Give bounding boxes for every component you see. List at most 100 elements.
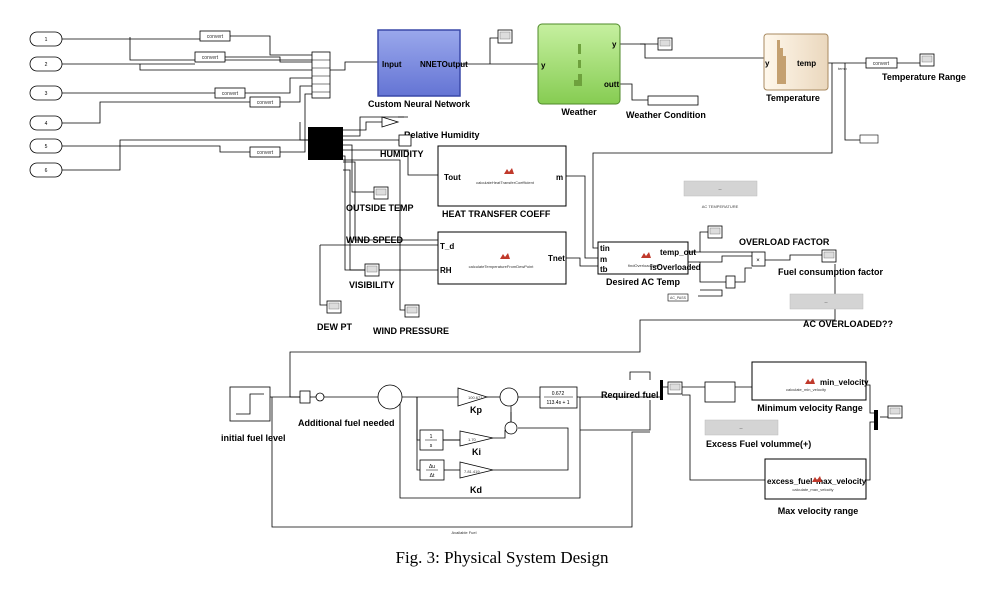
ac-fn-name: findOverloadState: [628, 263, 661, 268]
required-fuel-bus[interactable]: [660, 380, 663, 400]
step-block[interactable]: [229, 386, 271, 422]
weather-outt-port: outt: [604, 80, 619, 89]
simulink-diagram: 1 2 3 4 5 6 convert convert convert convert c…: [29, 23, 966, 535]
convert-block-1[interactable]: [199, 30, 231, 42]
input-port-4[interactable]: 4: [29, 115, 63, 131]
ac-out2-port: isOverloaded: [650, 263, 701, 272]
ac-overloaded-display[interactable]: [789, 293, 864, 310]
sum-block-1[interactable]: [315, 392, 325, 402]
ac-overloaded-label: AC OVERLOADED??: [803, 319, 893, 329]
convert-label-1: convert: [207, 34, 224, 40]
convert-label-2: convert: [202, 55, 219, 61]
temperature-title: Temperature: [766, 93, 820, 103]
input-port-label: 1: [45, 37, 48, 43]
sensor-demux-block[interactable]: [308, 127, 343, 160]
matlab-function-icon: [641, 252, 651, 258]
ac-temperature-display[interactable]: [683, 180, 758, 197]
input-port-1[interactable]: 1: [29, 31, 63, 47]
nn-input-port: Input: [382, 60, 402, 69]
kp-label: Kp: [470, 405, 482, 415]
desired-ac-temp-block[interactable]: tin m tb temp_out isOverloaded findOverl…: [597, 241, 701, 287]
excess-fuel-block[interactable]: [704, 381, 736, 403]
heat-transfer-coeff-block[interactable]: Tout m calculateHeatTransferCoefficient …: [437, 145, 567, 219]
input-ports: 1 2 3 4 5 6: [29, 31, 63, 178]
input-port-label: 5: [45, 144, 48, 150]
ac-in3-port: tb: [600, 265, 608, 274]
input-port-label: 3: [45, 91, 48, 97]
weather-condition-label: Weather Condition: [626, 110, 706, 120]
ac-temperature-label: AC TEMPERATURE: [702, 204, 739, 209]
ac-temperature-display-value: --: [718, 187, 722, 193]
excess-fuel-label: Excess Fuel volumme(+): [706, 439, 811, 449]
temperature-bars-icon: [777, 40, 786, 84]
velocity-mux[interactable]: [874, 410, 878, 430]
overload-gain-block[interactable]: [725, 275, 736, 289]
integrator-num: 1: [430, 434, 433, 440]
tf-num: 0.672: [552, 391, 565, 397]
input-port-5[interactable]: 5: [29, 138, 63, 154]
weather-bars-icon: [574, 44, 582, 86]
dew-pt-label: DEW PT: [317, 322, 353, 332]
sum-block-2[interactable]: [377, 384, 403, 410]
kp-value: 100.671: [468, 395, 483, 400]
sum-block-3[interactable]: [499, 387, 519, 407]
input-port-label: 6: [45, 168, 48, 174]
product-block[interactable]: [751, 251, 766, 267]
kd-value: 7.81.419: [464, 469, 480, 474]
input-port-2[interactable]: 2: [29, 56, 63, 72]
custom-neural-network-block[interactable]: Input NNETOutput Custom Neural Network: [368, 29, 471, 109]
convert-block-4[interactable]: [249, 96, 281, 108]
excess-fuel-display[interactable]: [704, 419, 779, 436]
htc-out-port: m: [556, 173, 563, 182]
min-velocity-title: Minimum velocity Range: [757, 403, 863, 413]
weather-y-out-port: y: [612, 40, 617, 49]
dew-fn-name: calculateTemperatureFromDewPoint: [469, 264, 535, 269]
max-velocity-in: excess_fuel: [767, 477, 812, 486]
temperature-block[interactable]: y temp Temperature: [763, 33, 829, 103]
weather-condition-display[interactable]: [647, 95, 699, 106]
max-velocity-block[interactable]: excess_fuel max_velocity calculate_max_v…: [764, 458, 867, 516]
nn-title: Custom Neural Network: [368, 99, 471, 109]
integrator-block[interactable]: 1 s: [419, 429, 444, 451]
htc-in-port: Tout: [444, 173, 461, 182]
input-port-6[interactable]: 6: [29, 162, 63, 178]
convert-label-6: convert: [873, 61, 890, 67]
kp-gain-block[interactable]: 100.671 Kp: [457, 387, 489, 415]
relative-humidity-gain[interactable]: [381, 116, 400, 128]
ki-gain-block[interactable]: 1.70 Ki: [459, 430, 494, 457]
derivative-den: Δt: [430, 473, 435, 479]
transfer-fcn-block[interactable]: 0.672 113.4s + 1: [539, 386, 578, 409]
htc-title: HEAT TRANSFER COEFF: [442, 209, 551, 219]
nn-output-port: NNETOutput: [420, 60, 468, 69]
convert-label-4: convert: [257, 100, 274, 106]
input-mux[interactable]: [311, 51, 331, 99]
temp-goto-tag[interactable]: [859, 134, 879, 144]
convert-block-2[interactable]: [194, 51, 226, 63]
max-velocity-title: Max velocity range: [778, 506, 859, 516]
dew-point-function-block[interactable]: T_d RH Tnet calculateTemperatureFromDewP…: [437, 231, 567, 285]
ki-label: Ki: [472, 447, 481, 457]
wind-pressure-label: WIND PRESSURE: [373, 326, 449, 336]
derivative-num: Δu: [429, 464, 435, 470]
convert-block-3[interactable]: [214, 87, 246, 99]
gain-block-fuel[interactable]: [299, 390, 311, 404]
temperature-in-port: y: [765, 59, 770, 68]
htc-fn-name: calculateHeatTransferCoefficient: [476, 180, 535, 185]
min-velocity-block[interactable]: min_velocity calculate_min_velocity Mini…: [751, 361, 869, 413]
ki-value: 1.70: [468, 437, 477, 442]
input-port-3[interactable]: 3: [29, 85, 63, 101]
derivative-block[interactable]: Δu Δt: [419, 459, 445, 481]
kd-gain-block[interactable]: 7.81.419 Kd: [459, 461, 494, 495]
weather-block[interactable]: y y outt Weather: [537, 23, 621, 117]
dew-in2-port: RH: [440, 266, 452, 275]
figure-caption: Fig. 3: Physical System Design: [395, 548, 609, 567]
dew-in1-port: T_d: [440, 242, 454, 251]
input-port-label: 2: [45, 62, 48, 68]
product-sign: ×: [756, 258, 760, 264]
sum-block-4[interactable]: [504, 421, 518, 435]
convert-block-6[interactable]: [865, 57, 898, 69]
convert-block-5[interactable]: [249, 146, 281, 158]
ac-pass-tag[interactable]: [667, 293, 689, 302]
humidity-scope[interactable]: [398, 134, 412, 147]
ac-in1-port: tin: [600, 244, 610, 253]
